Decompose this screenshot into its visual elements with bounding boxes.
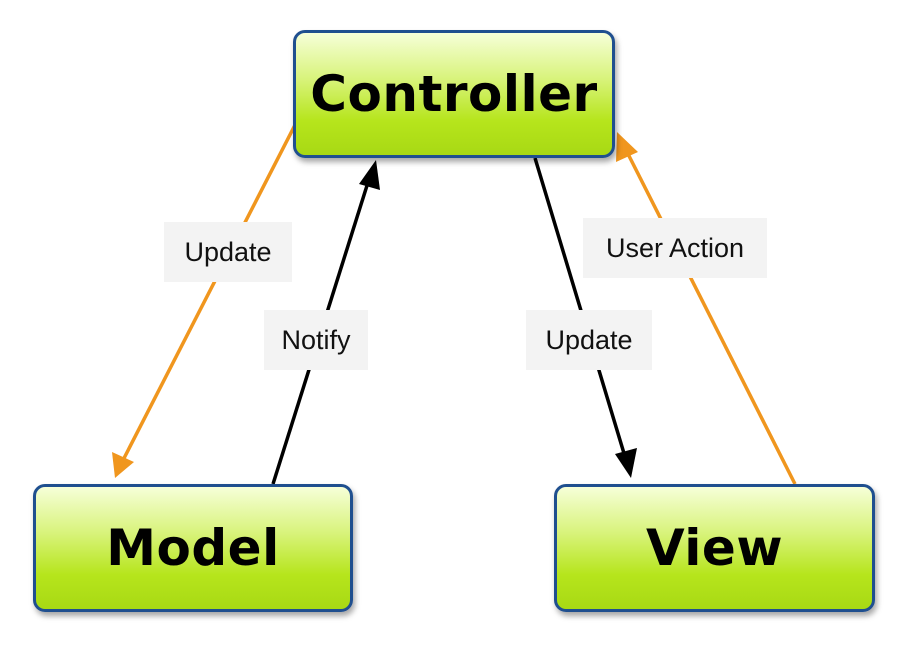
arrowhead-controller-notify (359, 160, 380, 190)
view-label: View (645, 519, 784, 577)
edge-label-notify: Notify (264, 310, 368, 370)
controller-node: Controller (293, 30, 615, 158)
arrowhead-view (615, 448, 637, 478)
edge-label-update-view: Update (526, 310, 652, 370)
arrowhead-model (112, 452, 134, 478)
model-node: Model (33, 484, 353, 612)
view-node: View (554, 484, 875, 612)
arrowhead-controller-user-action (616, 132, 638, 162)
arrow-controller-to-view (533, 157, 637, 478)
edge-label-update-model: Update (164, 222, 292, 282)
controller-label: Controller (310, 65, 598, 123)
edge-label-user-action: User Action (583, 218, 767, 278)
arrow-view-to-controller (616, 132, 797, 485)
model-label: Model (106, 519, 280, 577)
arrow-controller-to-model (112, 124, 297, 478)
